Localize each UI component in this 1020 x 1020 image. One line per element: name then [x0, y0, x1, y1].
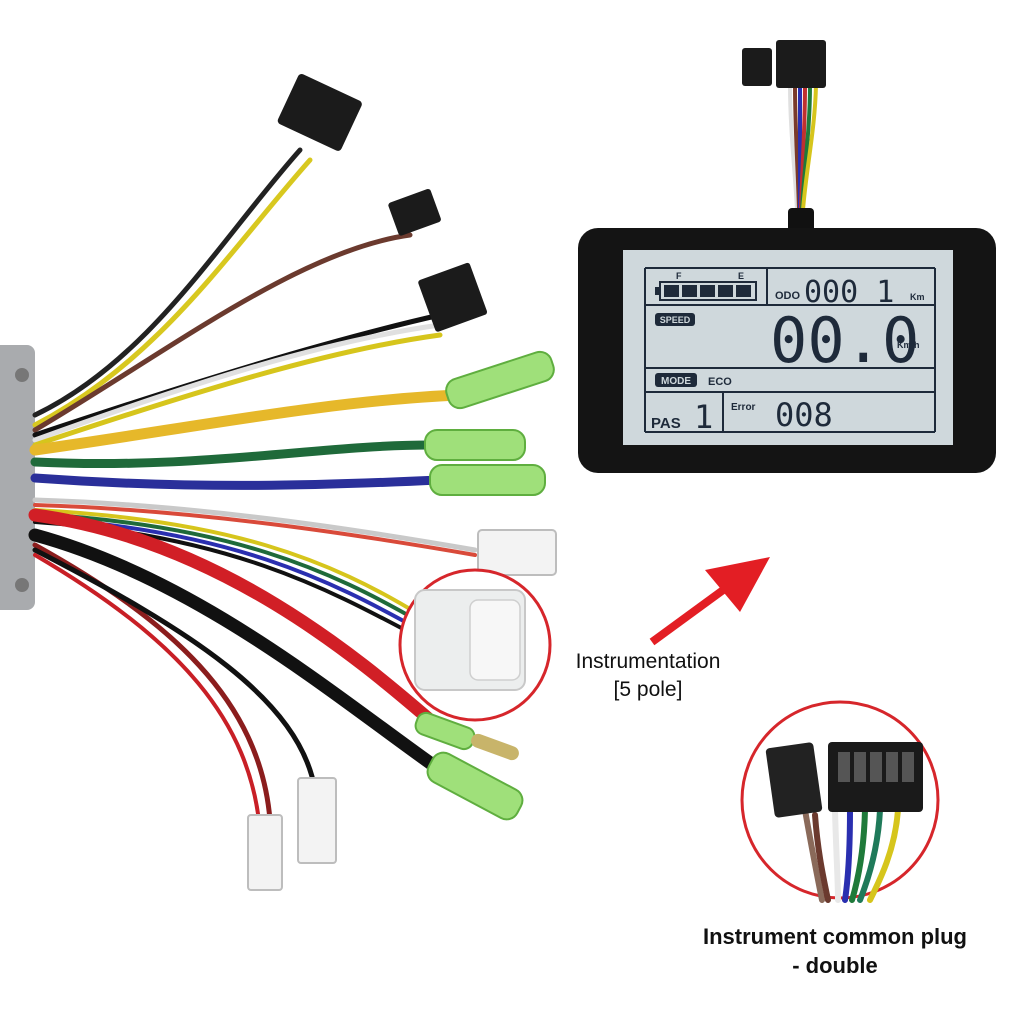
battery-bar: [736, 285, 751, 297]
instrumentation-caption: Instrumentation [5 pole]: [548, 648, 748, 704]
plug-caption-line2: - double: [792, 953, 878, 978]
instrumentation-caption-line2: [5 pole]: [613, 678, 683, 701]
pas-label: PAS: [651, 415, 681, 432]
brass-bullet: [471, 733, 519, 761]
battery-full-label: F: [676, 271, 682, 281]
plug-caption: Instrument common plug - double: [660, 922, 1010, 980]
odo-label: ODO: [775, 290, 801, 302]
error-value: 008: [775, 396, 833, 434]
arrow-head-icon: [705, 557, 770, 612]
meter-cable: [788, 83, 818, 212]
mode-value: ECO: [708, 376, 732, 388]
controller-box: [0, 345, 35, 610]
error-label: Error: [731, 402, 756, 413]
speed-label: SPEED: [660, 315, 691, 325]
battery-bar: [718, 285, 733, 297]
instrumentation-plug-callout: [398, 568, 552, 722]
battery-gauge: [655, 281, 757, 301]
green-connectors: [414, 350, 555, 821]
odo-unit: Km: [910, 292, 925, 302]
speed-unit: Km/h: [897, 340, 920, 350]
instrumentation-caption-line1: Instrumentation: [575, 650, 721, 673]
battery-empty-label: E: [738, 271, 744, 281]
black-connectors: [277, 74, 488, 332]
mode-label: MODE: [661, 376, 691, 387]
plug-caption-line1: Instrument common plug: [703, 924, 967, 949]
speed-value: 00.0: [770, 304, 919, 377]
closeup-connector-2pin: [765, 742, 823, 818]
battery-bar: [700, 285, 715, 297]
white-connectors: [247, 529, 557, 891]
meter-connector-5pin: [776, 40, 826, 88]
wire-bundle: [28, 147, 478, 832]
odo-value: 000 1: [804, 275, 894, 310]
pas-value: 1: [694, 398, 713, 436]
battery-bar: [664, 285, 679, 297]
meter-connector-small: [742, 48, 772, 86]
battery-bar: [682, 285, 697, 297]
